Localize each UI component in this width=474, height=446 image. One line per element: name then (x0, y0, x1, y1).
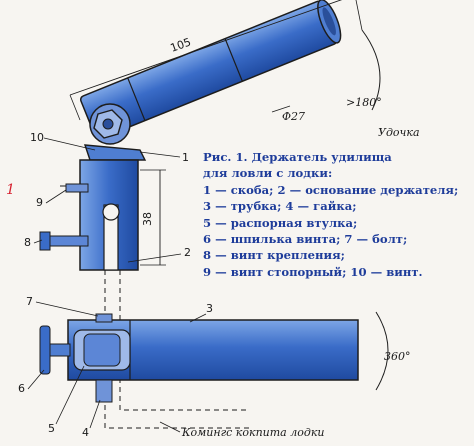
diameter-label: Φ27 (282, 110, 305, 123)
rod-tube-top (79, 0, 342, 161)
rotation-arc-top (361, 29, 381, 111)
caption-item: 3 — трубка; 4 — гайка; (203, 199, 357, 214)
caption-item: 8 — винт крепления; (203, 248, 345, 263)
holder-base (39, 159, 139, 271)
rod-tube-bottom (39, 313, 359, 403)
figure-caption: Рис. 1. Держатель удилища для ловли с ло… (203, 149, 473, 280)
part-7-label: 7 (26, 295, 33, 308)
part-6-label: 6 (18, 382, 25, 395)
page-marker: 1 (6, 182, 15, 198)
caption-item: 9 — винт стопорный; 10 — винт. (203, 264, 423, 279)
coaming-outline (104, 270, 250, 429)
rod-label: Удочка (378, 126, 420, 139)
height-dimension: 38 (141, 212, 154, 226)
caption-item: 5 — распорная втулка; (203, 215, 358, 230)
part-5-label: 5 (48, 422, 55, 435)
part-3-label: 3 (206, 302, 213, 315)
part-2-label: 2 (184, 246, 191, 259)
dimension-105 (69, 0, 363, 121)
part-10-label: 10 (30, 131, 44, 144)
rotation-arc-bottom (375, 311, 389, 391)
caption-item: 1 — скоба; 2 — основание держателя; (203, 182, 459, 197)
part-8-label: 8 (24, 236, 31, 249)
angle-top-label: >180° (346, 96, 382, 109)
length-dimension: 105 (169, 35, 193, 54)
caption-title: Рис. 1. Держатель удилища (203, 150, 392, 164)
part-9-label: 9 (36, 196, 43, 209)
part-4-label: 4 (82, 426, 89, 439)
caption-title-line2: для ловли с лодки: (203, 166, 333, 181)
caption-item: 6 — шпилька винта; 7 — болт; (203, 232, 408, 247)
coaming-label: Комингс кокпита лодки (181, 426, 324, 439)
part-1-label: 1 (182, 151, 189, 164)
dimension-38 (140, 169, 166, 266)
angle-bottom-label: 360° (384, 350, 411, 363)
